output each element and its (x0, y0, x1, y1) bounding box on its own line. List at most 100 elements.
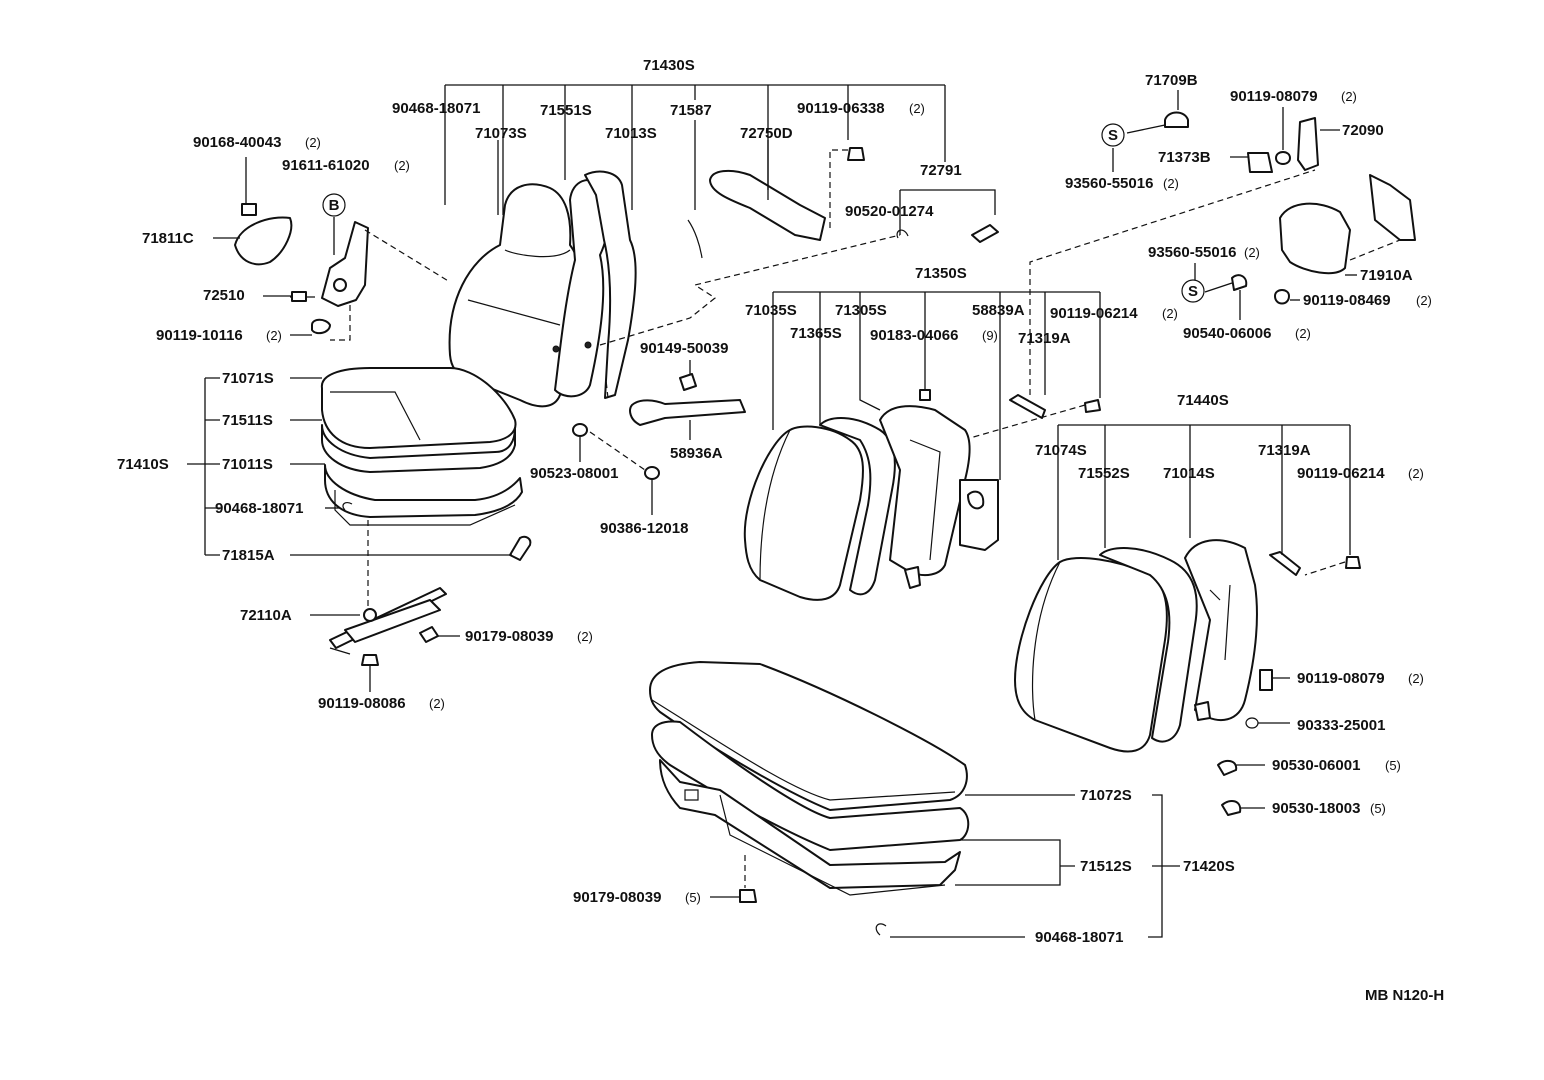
front-seatback-cushion (448, 183, 583, 408)
box-bracket (1369, 174, 1416, 241)
rear-seatback2-cover (1099, 547, 1198, 743)
label-90468-18071-a: 90468-18071 (392, 100, 480, 117)
label-71551S: 71551S (540, 102, 592, 119)
rear-seat-cushion (649, 661, 968, 811)
part-drawings (234, 111, 1416, 936)
label-90468-18071-b: 90468-18071 (215, 500, 303, 517)
label-72090: 72090 (1342, 122, 1384, 139)
label-90119-08079-b: 90119-08079 (1297, 670, 1385, 687)
label-71319A-b: 71319A (1258, 442, 1311, 459)
headrest-cap (1164, 111, 1189, 128)
rear-seatback-bracket (959, 479, 999, 551)
recliner-hinge (321, 221, 369, 307)
s-marker-circle-a (1101, 123, 1125, 147)
label-71709B: 71709B (1145, 72, 1198, 89)
label-93560-55016-b: 93560-55016 (1148, 244, 1236, 261)
label-71072S: 71072S (1080, 787, 1132, 804)
headrest-support (687, 219, 703, 259)
recliner-cover (234, 216, 293, 266)
hook-71373B (1247, 152, 1273, 173)
lever-knob (971, 224, 999, 243)
label-71430S: 71430S (643, 57, 695, 74)
rear-seatback2-cushion (1014, 557, 1168, 753)
label-71319A-a: 71319A (1018, 330, 1071, 347)
label-71074S: 71074S (1035, 442, 1087, 459)
label-90333-25001: 90333-25001 (1297, 717, 1385, 734)
label-71420S: 71420S (1183, 858, 1235, 875)
s-marker-text-a: S (1108, 127, 1118, 144)
qty-90179-08039-b: (5) (685, 890, 701, 905)
label-90523-08001: 90523-08001 (530, 465, 618, 482)
storage-box (1279, 202, 1351, 275)
label-90119-06338: 90119-06338 (797, 100, 885, 117)
label-71587: 71587 (670, 102, 712, 119)
recline-lever (709, 169, 826, 241)
label-93560-55016-a: 93560-55016 (1065, 175, 1153, 192)
part-labels: 71430S 90468-18071 71073S 71551S 71013S … (117, 57, 1444, 1004)
qty-90168-40043: (2) (305, 135, 321, 150)
rear-seatback-frame (879, 405, 971, 577)
label-90119-06214-b: 90119-06214 (1297, 465, 1385, 482)
qty-90530-18003: (5) (1370, 801, 1386, 816)
label-71373B: 71373B (1158, 149, 1211, 166)
front-seat-frame (324, 464, 523, 518)
rear-seatback-cushion (743, 425, 864, 601)
label-90179-08039-b: 90179-08039 (573, 889, 661, 906)
label-71011S: 71011S (222, 456, 273, 473)
label-71013S: 71013S (605, 125, 657, 142)
label-58936A: 58936A (670, 445, 723, 462)
bracket-72090 (1297, 117, 1319, 171)
s-marker-circle-b (1181, 279, 1205, 303)
rear-seatback2-frame (1184, 539, 1258, 721)
rear-back-hinge (1009, 394, 1046, 419)
label-71305S: 71305S (835, 302, 887, 319)
qty-90119-06338: (2) (909, 101, 925, 116)
label-72510: 72510 (203, 287, 245, 304)
label-72750D: 72750D (740, 125, 793, 142)
markers: B S S (322, 123, 1205, 303)
label-71350S: 71350S (915, 265, 967, 282)
b-marker-text: B (329, 197, 340, 214)
rear-seat-frame (659, 759, 961, 889)
label-90119-08079-a: 90119-08079 (1230, 88, 1318, 105)
front-seatback-frame (584, 170, 637, 399)
rear-back2-hinge (1269, 551, 1301, 576)
seat-rail (629, 399, 746, 426)
qty-90119-08086: (2) (429, 696, 445, 711)
qty-90179-08039-a: (2) (577, 629, 593, 644)
front-seat-cushion (320, 367, 517, 449)
label-71815A: 71815A (222, 547, 275, 564)
qty-90183-04066: (9) (982, 328, 998, 343)
label-71365S: 71365S (790, 325, 842, 342)
label-90468-18071-c: 90468-18071 (1035, 929, 1123, 946)
label-71552S: 71552S (1078, 465, 1130, 482)
front-seat-side-cover (509, 535, 532, 561)
qty-90540-06006: (2) (1295, 326, 1311, 341)
label-90168-40043: 90168-40043 (193, 134, 281, 151)
label-90540-06006: 90540-06006 (1183, 325, 1271, 342)
footer-code: MB N120-H (1365, 987, 1444, 1004)
qty-93560-55016-a: (2) (1163, 176, 1179, 191)
label-71073S: 71073S (475, 125, 527, 142)
qty-90119-06214-b: (2) (1408, 466, 1424, 481)
label-90530-06001: 90530-06001 (1272, 757, 1360, 774)
label-90530-18003: 90530-18003 (1272, 800, 1360, 817)
label-91611-61020: 91611-61020 (282, 157, 370, 174)
label-71410S: 71410S (117, 456, 169, 473)
label-71511S: 71511S (222, 412, 273, 429)
label-90119-08469: 90119-08469 (1303, 292, 1391, 309)
front-seat-cover (321, 424, 516, 473)
qty-90119-08079-a: (2) (1341, 89, 1357, 104)
label-71910A: 71910A (1360, 267, 1413, 284)
track-bolt (361, 654, 379, 666)
label-71440S: 71440S (1177, 392, 1229, 409)
label-71014S: 71014S (1163, 465, 1215, 482)
qty-90530-06001: (5) (1385, 758, 1401, 773)
qty-90119-08469: (2) (1416, 293, 1432, 308)
rear-seatback-cover (819, 417, 896, 596)
track-nut (419, 626, 439, 643)
qty-90119-08079-b: (2) (1408, 671, 1424, 686)
label-58839A: 58839A (972, 302, 1025, 319)
qty-91611-61020: (2) (394, 158, 410, 173)
